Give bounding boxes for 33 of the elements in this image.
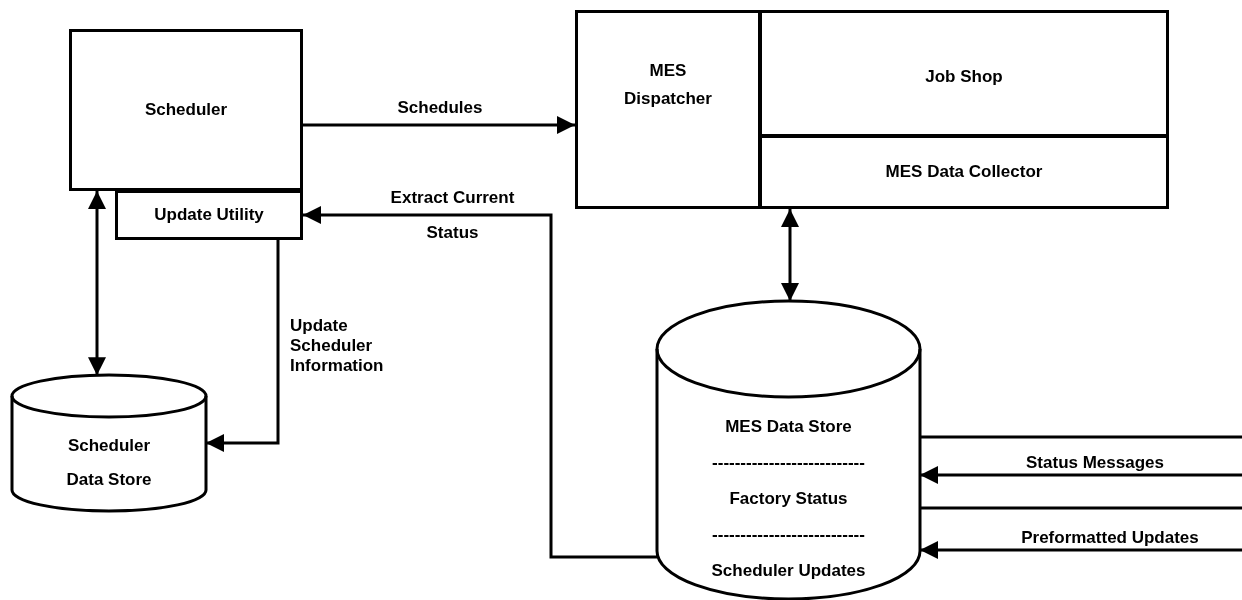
process-box xyxy=(69,29,303,191)
arrow xyxy=(88,191,106,376)
node-text: --------------------------- xyxy=(712,452,865,474)
data-store-cylinder xyxy=(12,375,206,511)
node-text: Factory Status xyxy=(729,488,848,510)
node-text: --------------------------- xyxy=(712,524,865,546)
edge-label: Update Scheduler Information xyxy=(290,316,385,376)
node-text: Data Store xyxy=(66,469,152,491)
process-box xyxy=(759,135,1169,209)
node-text: MES Dispatcher xyxy=(623,60,713,110)
node-text: Update Utility xyxy=(154,204,264,226)
arrow xyxy=(206,240,280,452)
edge-label: Schedules xyxy=(396,98,484,118)
connector-line xyxy=(920,435,1242,439)
connector-line xyxy=(920,506,1242,510)
arrow xyxy=(781,209,799,301)
node-text: MES Data Store xyxy=(725,416,852,438)
node-text: Scheduler Updates xyxy=(711,560,866,582)
data-store-cylinder xyxy=(657,301,920,599)
edge-label: Extract Current Status xyxy=(389,187,516,244)
process-box xyxy=(575,10,761,209)
arrow xyxy=(303,116,575,134)
edge-label: Status Messages xyxy=(1025,453,1165,473)
arrow xyxy=(303,206,657,559)
process-box xyxy=(759,10,1169,137)
node-text: Job Shop xyxy=(925,66,1003,88)
node-text: Scheduler xyxy=(144,99,228,121)
arrow xyxy=(920,541,1242,559)
node-text: Scheduler xyxy=(67,435,151,457)
arrow xyxy=(920,466,1242,484)
edge-label: Preformatted Updates xyxy=(1020,528,1200,548)
node-text: MES Data Collector xyxy=(885,161,1043,183)
process-box xyxy=(115,190,303,240)
